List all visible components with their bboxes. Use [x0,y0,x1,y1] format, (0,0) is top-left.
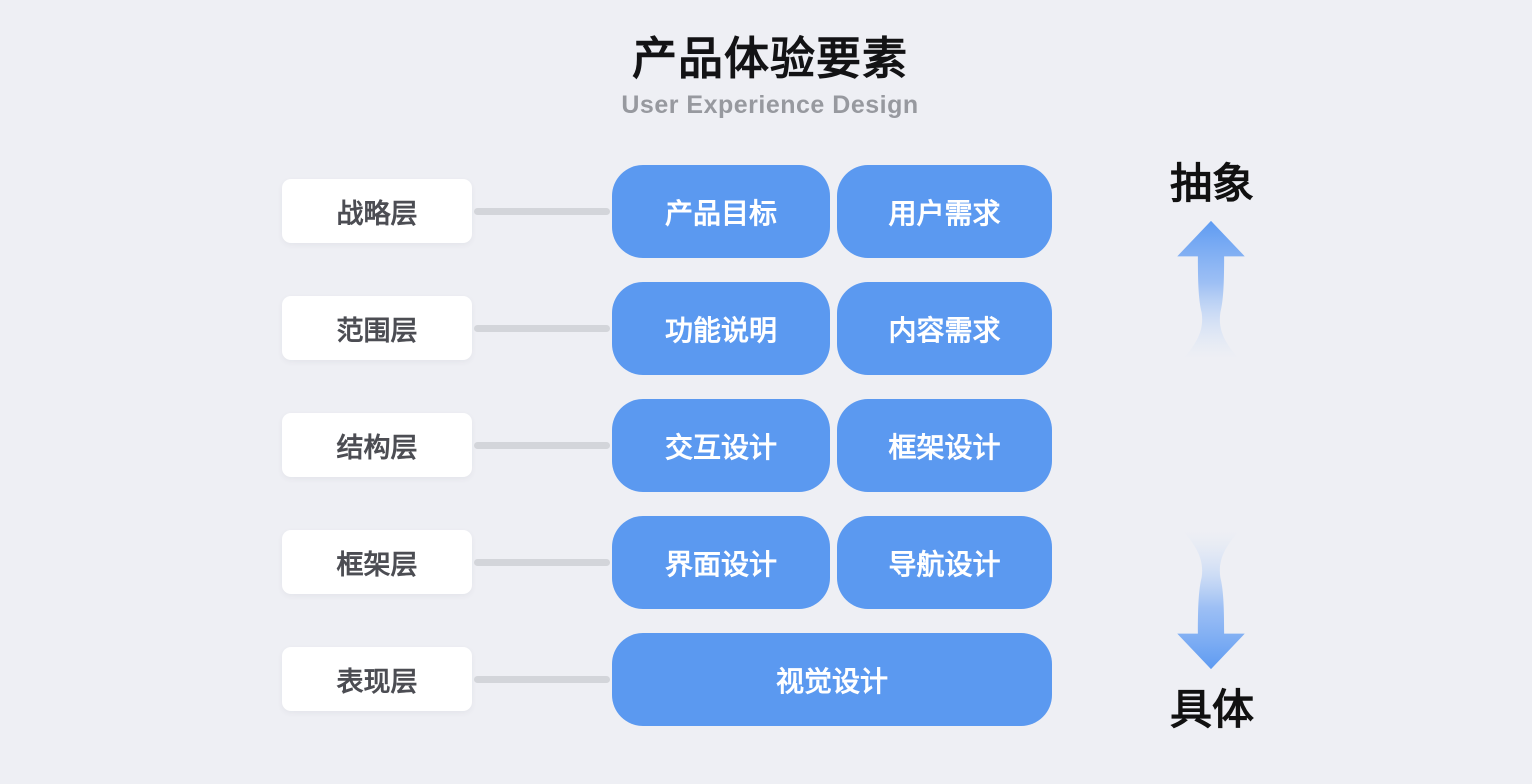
layer-label-box: 战略层 [282,179,472,243]
item-label: 视觉设计 [775,665,888,697]
layer-label: 框架层 [336,549,418,580]
axis-label-concrete: 具体 [1169,686,1254,733]
connector-line [474,442,610,449]
layer-row-strategy: 战略层 产品目标 用户需求 [0,165,1532,258]
item-box: 框架设计 [837,399,1052,492]
connector-line [474,325,610,332]
layer-label-box: 框架层 [282,530,472,594]
page-title: 产品体验要素 [631,33,908,84]
item-label: 界面设计 [664,548,777,580]
layer-row-scope: 范围层 功能说明 内容需求 [0,282,1532,375]
item-box: 交互设计 [612,399,830,492]
axis-label-abstract: 抽象 [1169,160,1254,207]
layer-row-surface: 表现层 视觉设计 [0,633,1532,726]
diagram-header: 产品体验要素 User Experience Design [0,34,1532,120]
layer-label-box: 范围层 [282,296,472,360]
layer-label-box: 结构层 [282,413,472,477]
item-box: 内容需求 [837,282,1052,375]
item-box: 界面设计 [612,516,830,609]
item-label: 交互设计 [664,431,777,463]
connector-line [474,676,610,683]
item-box: 导航设计 [837,516,1052,609]
connector-line [474,208,610,215]
item-label: 用户需求 [888,197,1001,229]
item-label: 框架设计 [888,431,1001,463]
item-box: 用户需求 [837,165,1052,258]
layer-label: 范围层 [336,315,418,346]
arrow-down-icon [1177,531,1245,670]
connector-line [474,559,610,566]
item-label: 内容需求 [888,314,1001,346]
item-box: 视觉设计 [612,633,1052,726]
layer-row-structure: 结构层 交互设计 框架设计 [0,399,1532,492]
layer-label: 战略层 [336,198,418,229]
item-box: 功能说明 [612,282,830,375]
item-label: 产品目标 [664,197,777,229]
item-box: 产品目标 [612,165,830,258]
layer-label: 结构层 [336,432,418,463]
page-subtitle: User Experience Design [621,90,919,119]
item-label: 导航设计 [888,548,1001,580]
arrow-up-icon [1177,220,1245,359]
item-label: 功能说明 [664,314,777,346]
layer-label-box: 表现层 [282,647,472,711]
layer-row-skeleton: 框架层 界面设计 导航设计 [0,516,1532,609]
layer-label: 表现层 [336,666,418,697]
